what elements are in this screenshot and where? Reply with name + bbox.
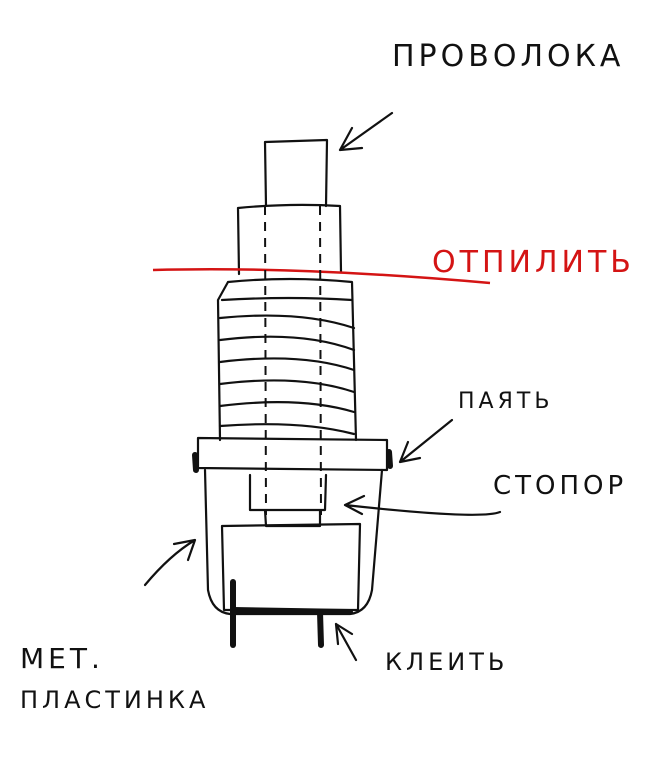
cut-line [152,267,491,285]
solder-point-left [192,452,199,473]
stopper [248,473,328,528]
wire-channel-left [264,205,267,516]
arrow-glue [334,622,358,662]
arrow-solder [398,418,454,464]
pin-right [317,609,324,648]
label-wire: ПРОВОЛОКА [392,39,624,74]
metal-plate [230,607,353,615]
label-cut: ОТПИЛИТЬ [432,245,635,280]
threaded-body [216,277,358,442]
arrow-wire [338,111,394,152]
label-solder: ПАЯТЬ [458,389,553,414]
inner-cavity [220,522,362,612]
top-section [263,138,329,208]
arrow-plate [143,538,197,587]
solder-point-right [386,449,393,469]
nut [196,436,389,472]
lower-body [203,468,384,616]
insulator-section [236,203,343,276]
label-stopper: СТОПОР [493,471,627,501]
thread-lines [218,296,356,436]
label-glue: КЛЕИТЬ [385,648,508,676]
wire-channel-right [319,205,322,516]
label-plate-line1: МЕТ. [20,642,104,675]
label-plate-line2: ПЛАСТИНКА [20,686,209,714]
arrow-stopper [343,494,502,516]
